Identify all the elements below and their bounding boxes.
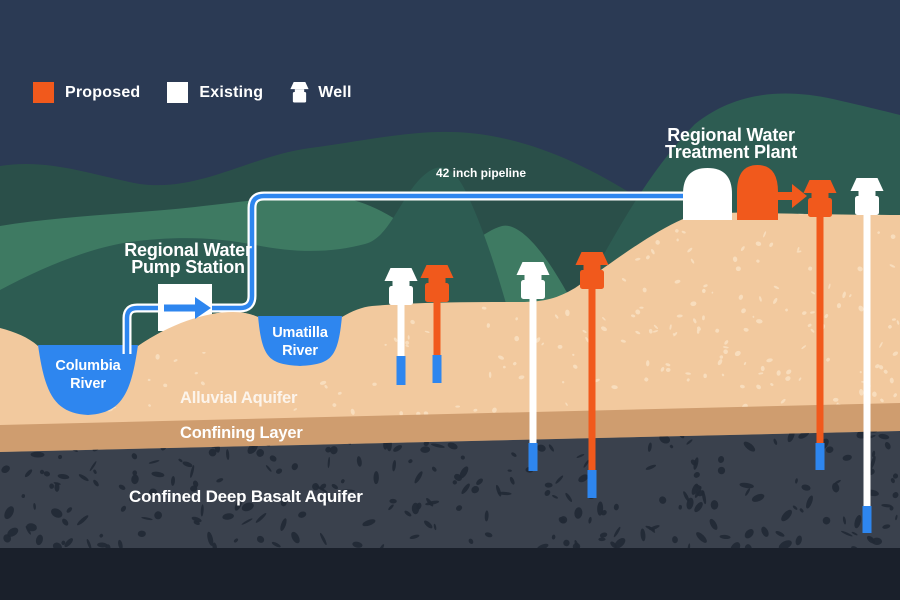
well-casing bbox=[863, 208, 871, 506]
well-alluvial-proposed bbox=[420, 265, 454, 383]
alluvial-aquifer-label: Alluvial Aquifer bbox=[180, 389, 298, 407]
well-plant-proposed bbox=[803, 180, 837, 470]
treatment-plant-label: Regional Water Treatment Plant bbox=[664, 125, 798, 162]
well-alluvial-existing bbox=[384, 268, 418, 385]
proposed-swatch bbox=[33, 82, 54, 103]
well-screen-water bbox=[815, 443, 825, 470]
basalt-aquifer-label: Confined Deep Basalt Aquifer bbox=[129, 487, 363, 506]
bedrock-bottom-band bbox=[0, 548, 900, 600]
confining-layer-band bbox=[0, 403, 900, 452]
well-screen-water bbox=[432, 355, 442, 383]
columbia-river-label: Columbia River bbox=[55, 358, 121, 392]
well-screen-water bbox=[587, 470, 597, 498]
well-screen-water bbox=[862, 506, 872, 533]
umatilla-river-water bbox=[258, 316, 342, 366]
well-screen-water bbox=[528, 443, 538, 471]
well-basalt-proposed-mid bbox=[575, 252, 609, 498]
well-casing bbox=[588, 282, 596, 470]
ground-bump bbox=[138, 312, 258, 352]
umatilla-river-label: Umatilla River bbox=[272, 325, 328, 359]
pump-station-label: Regional Water Pump Station bbox=[124, 240, 252, 277]
pipeline-label: 42 inch pipeline bbox=[435, 166, 527, 180]
legend-existing-label: Existing bbox=[199, 83, 264, 101]
well-basalt-existing-mid bbox=[516, 262, 550, 471]
legend-well-label: Well bbox=[318, 83, 352, 101]
legend-proposed-label: Proposed bbox=[65, 83, 141, 101]
legend-item-existing: Existing bbox=[167, 82, 263, 103]
well-plant-existing bbox=[850, 178, 884, 533]
well-casing bbox=[529, 292, 537, 443]
plant-flow-arrow-icon bbox=[776, 184, 807, 208]
pipeline-42-inch bbox=[206, 191, 686, 313]
pipeline-river-to-pump bbox=[122, 303, 164, 354]
treatment-tank-existing bbox=[683, 168, 732, 220]
legend: Proposed Existing Well bbox=[33, 82, 352, 103]
treatment-tank-proposed bbox=[737, 165, 778, 220]
well-casing bbox=[397, 298, 405, 356]
well-casing bbox=[433, 295, 441, 355]
existing-swatch bbox=[167, 82, 189, 103]
legend-item-proposed: Proposed bbox=[33, 82, 140, 103]
legend-item-well: Well bbox=[290, 82, 351, 103]
well-screen-water bbox=[396, 356, 406, 385]
wells bbox=[384, 178, 884, 533]
pump-flow-arrow-icon bbox=[164, 297, 211, 319]
well-casing bbox=[816, 210, 824, 443]
confining-layer-label: Confining Layer bbox=[180, 424, 303, 442]
columbia-river-water bbox=[38, 345, 138, 415]
